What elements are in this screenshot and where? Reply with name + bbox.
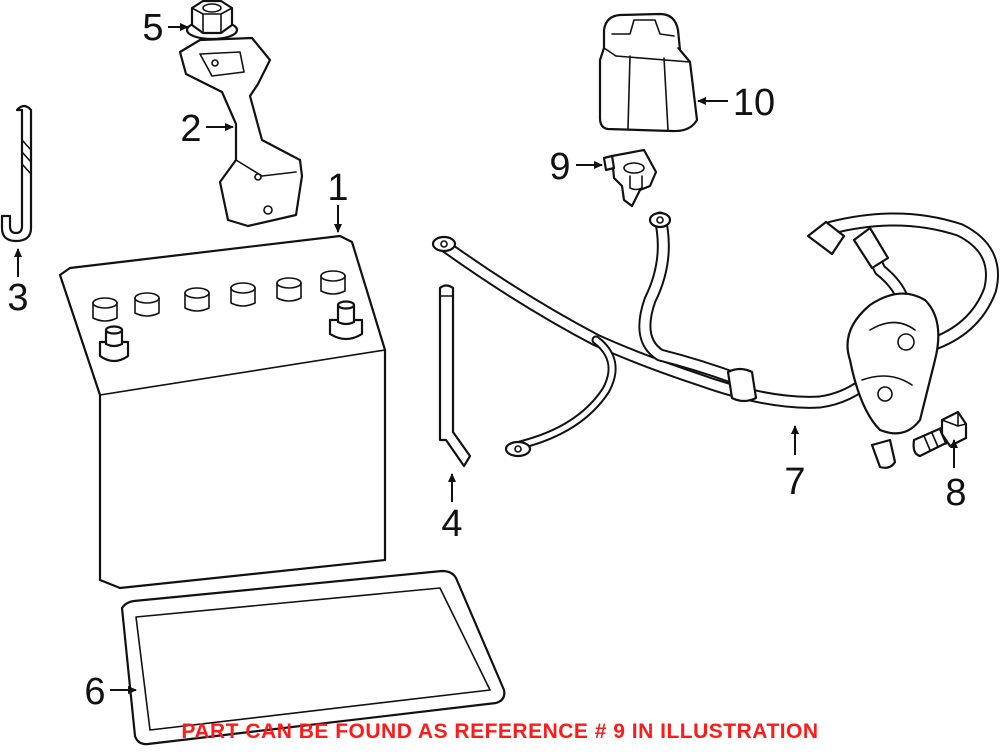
negative-terminal <box>98 325 130 363</box>
j-bolt <box>0 104 33 243</box>
ref-label-8: 8 <box>945 472 966 514</box>
bolt <box>912 410 968 458</box>
reference-note: PART CAN BE FOUND AS REFERENCE # 9 IN IL… <box>181 720 819 743</box>
ref-label-1: 1 <box>327 167 348 209</box>
ref-label-4: 4 <box>441 503 462 545</box>
rod <box>438 284 472 468</box>
leaders <box>14 23 958 694</box>
nut <box>185 0 239 41</box>
battery <box>58 234 387 590</box>
ref-label-5: 5 <box>142 7 163 49</box>
terminal-clamp <box>602 148 658 208</box>
ref-label-7: 7 <box>784 461 805 503</box>
ref-label-9: 9 <box>549 146 570 188</box>
reference-labels: 1 2 3 4 5 6 7 8 9 10 <box>7 7 966 713</box>
ref-label-10: 10 <box>733 82 775 124</box>
terminal-cover <box>598 12 699 133</box>
positive-terminal <box>328 300 364 341</box>
ref-label-3: 3 <box>7 277 28 319</box>
ref-label-6: 6 <box>84 671 105 713</box>
hold-down-bracket <box>178 36 304 228</box>
cable-assembly <box>431 211 999 469</box>
ref-label-2: 2 <box>180 108 201 150</box>
battery-tray <box>120 569 506 746</box>
